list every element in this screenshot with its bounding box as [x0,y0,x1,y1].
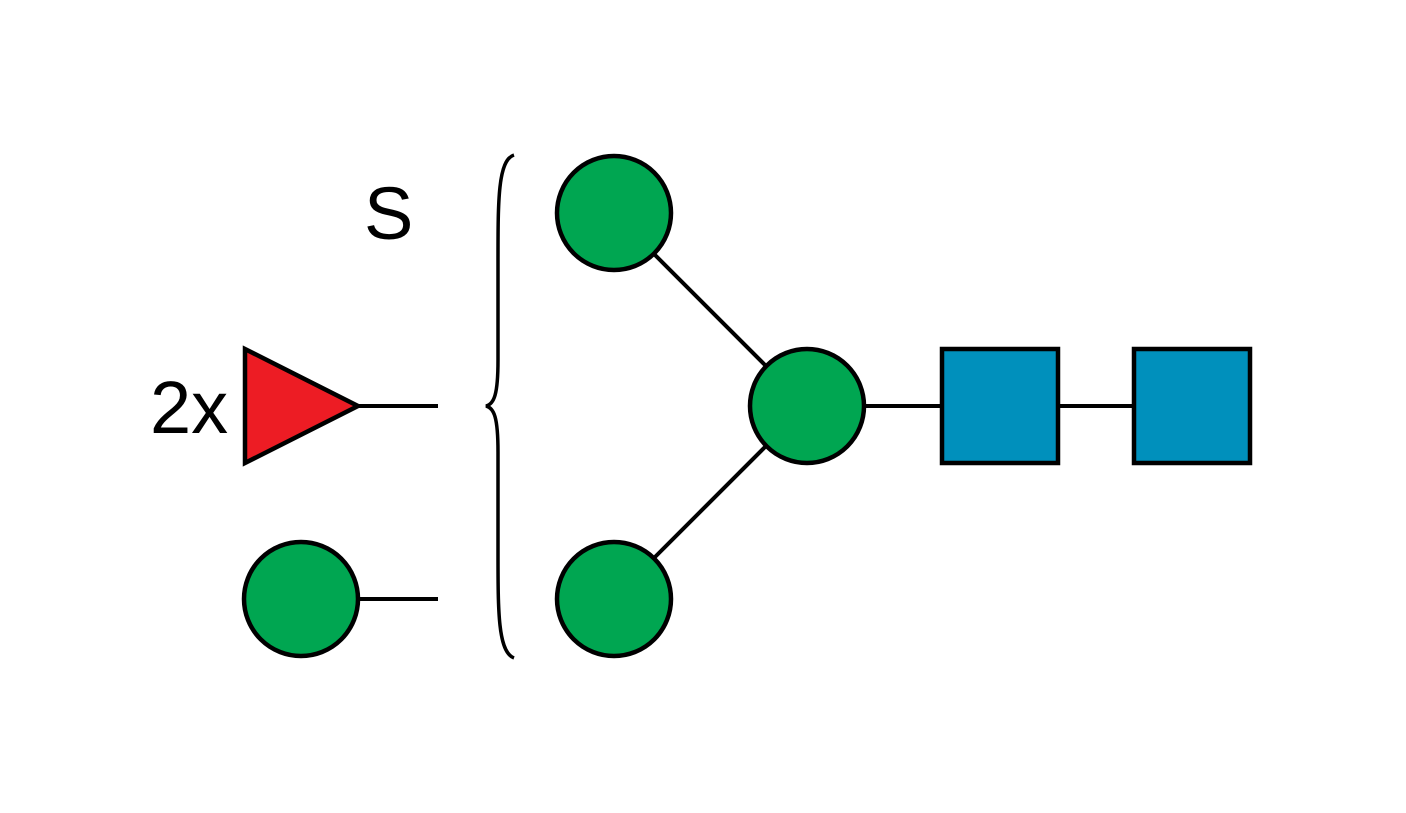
mannose-upper-circle [554,153,674,273]
link-core-to-upper-mannose [652,252,768,368]
glcnac-square-1 [939,346,1061,466]
mannose-lower-circle [554,539,674,659]
mannose-core-circle [747,346,867,466]
glcnac-square-2 [1131,346,1253,466]
sulfate-label: S [364,172,413,255]
fucose-count-label: 2x [150,366,228,449]
mannose-floating-circle [241,539,361,659]
link-core-to-lower-mannose [652,444,768,560]
fucose-triangle [242,345,363,467]
curly-bracket [485,153,515,660]
